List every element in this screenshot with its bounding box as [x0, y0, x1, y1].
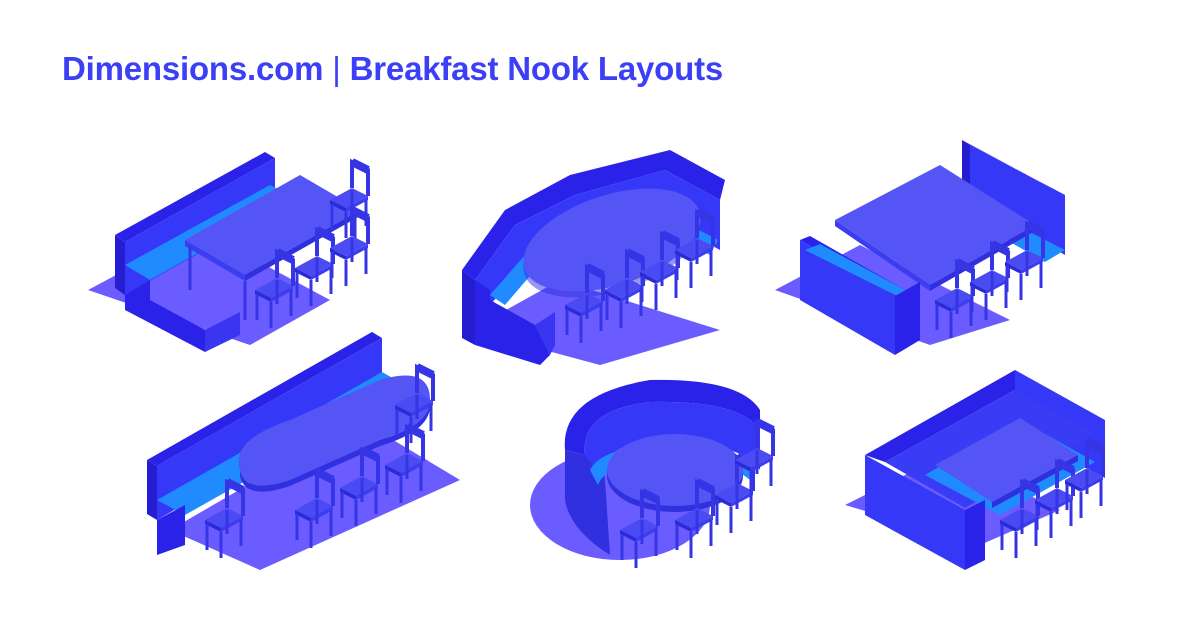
- page-title: Dimensions.com|Breakfast Nook Layouts: [62, 50, 723, 88]
- site-name: Dimensions.com: [62, 50, 324, 87]
- l-shaped-booth: [845, 370, 1105, 570]
- long-bench-with-oval-table: [147, 332, 460, 570]
- title-text: Breakfast Nook Layouts: [349, 50, 724, 87]
- double-bench-facing: [775, 140, 1065, 355]
- title-separator: |: [332, 50, 341, 87]
- curved-booth-with-round-table: [530, 379, 773, 568]
- angled-booth-with-oval-table: [462, 150, 725, 365]
- straight-bench-with-chairs: [88, 152, 368, 352]
